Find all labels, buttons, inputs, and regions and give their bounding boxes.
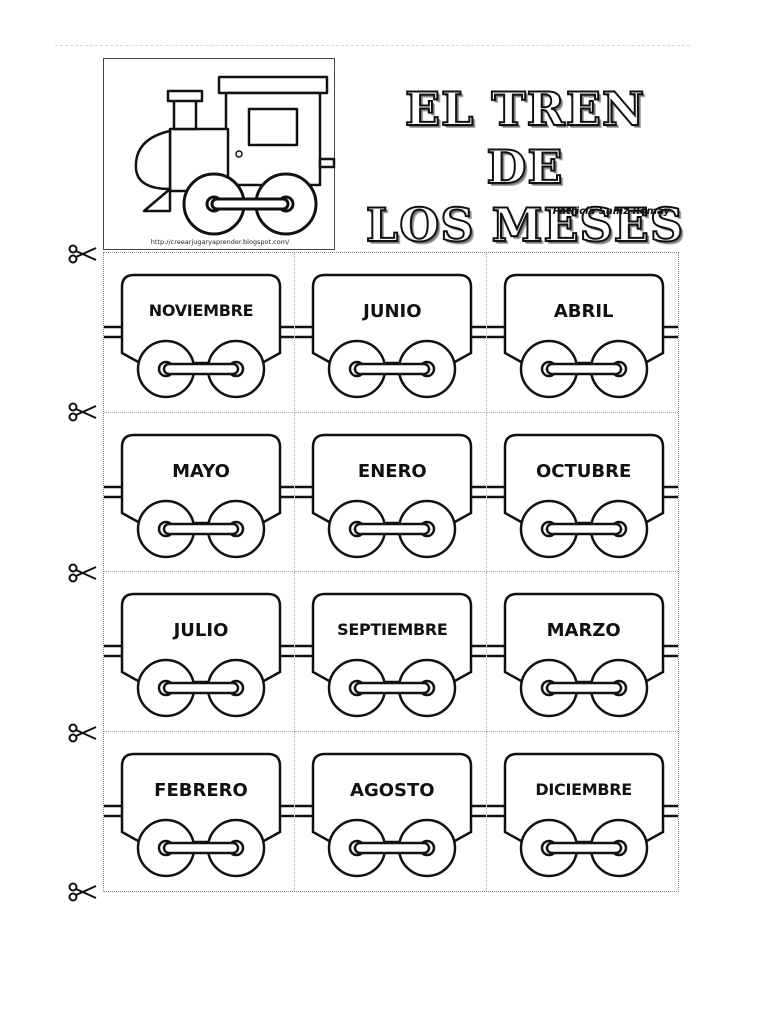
month-label: DICIEMBRE: [535, 779, 632, 799]
wagon-card: ABRIL: [486, 253, 678, 413]
scissors-icon: [68, 723, 97, 743]
author-credit: Patricia Sainz Romay: [552, 206, 670, 217]
wagon-icon: [104, 752, 295, 877]
wagon-card: DICIEMBRE: [486, 732, 678, 892]
scissors-icon: [68, 244, 97, 264]
month-label: ENERO: [357, 460, 427, 482]
month-label: AGOSTO: [350, 779, 435, 801]
month-label: MARZO: [546, 620, 621, 641]
wagon-icon: [295, 752, 486, 877]
month-label: JUNIO: [363, 301, 422, 322]
wagon-icon: [486, 273, 678, 399]
month-label: ABRIL: [553, 301, 614, 322]
month-label: MAYO: [172, 460, 230, 482]
wagon-card: AGOSTO: [295, 731, 487, 891]
wagon-grid: NOVIEMBRE JUNIO ABRIL MAYO ENERO OCTUBRE JULIO…: [103, 252, 679, 892]
top-dashed-rule: [55, 45, 690, 46]
month-label: JULIO: [173, 620, 229, 641]
locomotive-illustration-box: http://creearjugaryaprender.blogspot.com…: [103, 58, 336, 250]
wagon-card: NOVIEMBRE: [104, 253, 296, 413]
wagon-icon: [295, 433, 486, 558]
credit-url: http://creearjugaryaprender.blogspot.com…: [150, 238, 290, 246]
wagon-card: MARZO: [486, 572, 678, 732]
wagon-card: MAYO: [104, 412, 296, 572]
wagon-card: JUNIO: [295, 253, 487, 413]
wagon-icon: [104, 433, 295, 558]
title-line-1: EL TREN DE: [404, 81, 645, 195]
wagon-card: ENERO: [295, 412, 487, 572]
month-label: FEBRERO: [154, 779, 248, 801]
wagon-icon: [295, 273, 486, 399]
scissors-icon: [68, 882, 97, 902]
wagon-icon: [104, 592, 295, 718]
scissors-icon: [68, 563, 97, 583]
wagon-icon: [486, 752, 678, 877]
month-label: SEPTIEMBRE: [337, 620, 448, 639]
title: EL TREN DE LOS MESES: [360, 80, 690, 254]
title-line-2: LOS MESES: [365, 197, 685, 253]
wagon-icon: [486, 433, 678, 558]
wagon-card: FEBRERO: [104, 731, 296, 891]
wagon-card: JULIO: [104, 572, 296, 732]
wagon-card: OCTUBRE: [486, 413, 678, 572]
wagon-icon: [486, 592, 678, 718]
wagon-card: SEPTIEMBRE: [295, 572, 487, 732]
month-label: NOVIEMBRE: [148, 301, 254, 320]
wagon-icon: [104, 273, 295, 399]
wagon-icon: [295, 592, 486, 718]
month-label: OCTUBRE: [536, 460, 632, 482]
locomotive-icon: [134, 75, 336, 236]
scissors-icon: [68, 402, 97, 422]
